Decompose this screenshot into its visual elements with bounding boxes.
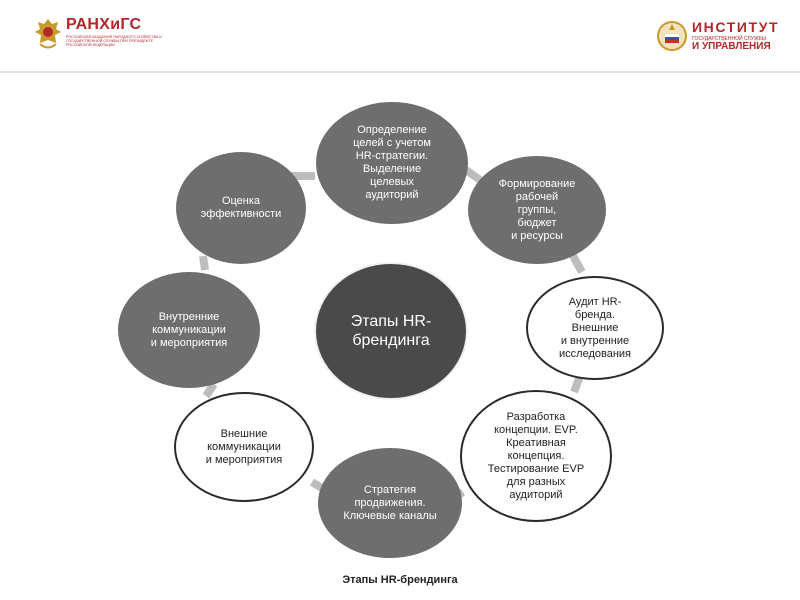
stage-label: Формирование рабочей группы, бюджет и ре… [498,177,576,242]
stage-node-brand-audit: Аудит HR- бренда. Внешние и внутренние и… [526,276,664,380]
stage-label: Внешние коммуникации и мероприятия [205,427,283,466]
eagle-emblem-icon [35,19,61,49]
institute-emblem-icon [657,21,687,51]
ranepa-logo: РАНХиГС РОССИЙСКАЯ АКАДЕМИЯ НАРОДНОГО ХО… [34,16,174,56]
stage-node-internal-communications: Внутренние коммуникации и мероприятия [118,272,260,388]
stage-label: Стратегия продвижения. Ключевые каналы [343,483,437,522]
institute-logo: ИНСТИТУТ ГОСУДАРСТВЕННОЙ СЛУЖБЫ И УПРАВЛ… [656,18,780,58]
connector-6 [202,381,218,399]
stage-label: Определение целей с учетом HR-стратегии.… [353,124,431,201]
stage-node-effectiveness: Оценка эффективности [176,152,306,264]
institute-title-line3: И УПРАВЛЕНИЯ [692,41,771,52]
stage-node-evp-concept: Разработка концепции. EVP. Креативная ко… [460,390,612,522]
stage-node-external-communications: Внешние коммуникации и мероприятия [174,392,314,502]
diagram-caption: Этапы HR-брендинга [342,574,458,586]
center-node: Этапы HR- брендинга [316,264,466,398]
stage-label: Аудит HR- бренда. Внешние и внутренние и… [559,295,631,360]
header-divider [0,71,800,73]
connector-7 [199,255,209,271]
stage-node-team-budget: Формирование рабочей группы, бюджет и ре… [468,156,606,264]
slide-header: РАНХиГС РОССИЙСКАЯ АКАДЕМИЯ НАРОДНОГО ХО… [0,0,800,73]
stage-label: Оценка эффективности [200,195,282,220]
connector-1 [463,166,483,184]
stage-label: Внутренние коммуникации и мероприятия [150,310,228,349]
ranepa-title: РАНХиГС [66,16,142,33]
stage-node-goals: Определение целей с учетом HR-стратегии.… [316,102,468,224]
institute-title-line1: ИНСТИТУТ [692,19,780,35]
center-label: Этапы HR- брендинга [350,313,432,349]
stage-node-promotion-strategy: Стратегия продвижения. Ключевые каналы [318,448,462,558]
connector-2 [569,254,586,274]
stage-label: Разработка концепции. EVP. Креативная ко… [487,410,585,501]
ranepa-subtitle: РОССИЙСКАЯ АКАДЕМИЯ НАРОДНОГО ХОЗЯЙСТВА … [66,35,162,47]
institute-title-line2: ГОСУДАРСТВЕННОЙ СЛУЖБЫ [692,36,767,42]
